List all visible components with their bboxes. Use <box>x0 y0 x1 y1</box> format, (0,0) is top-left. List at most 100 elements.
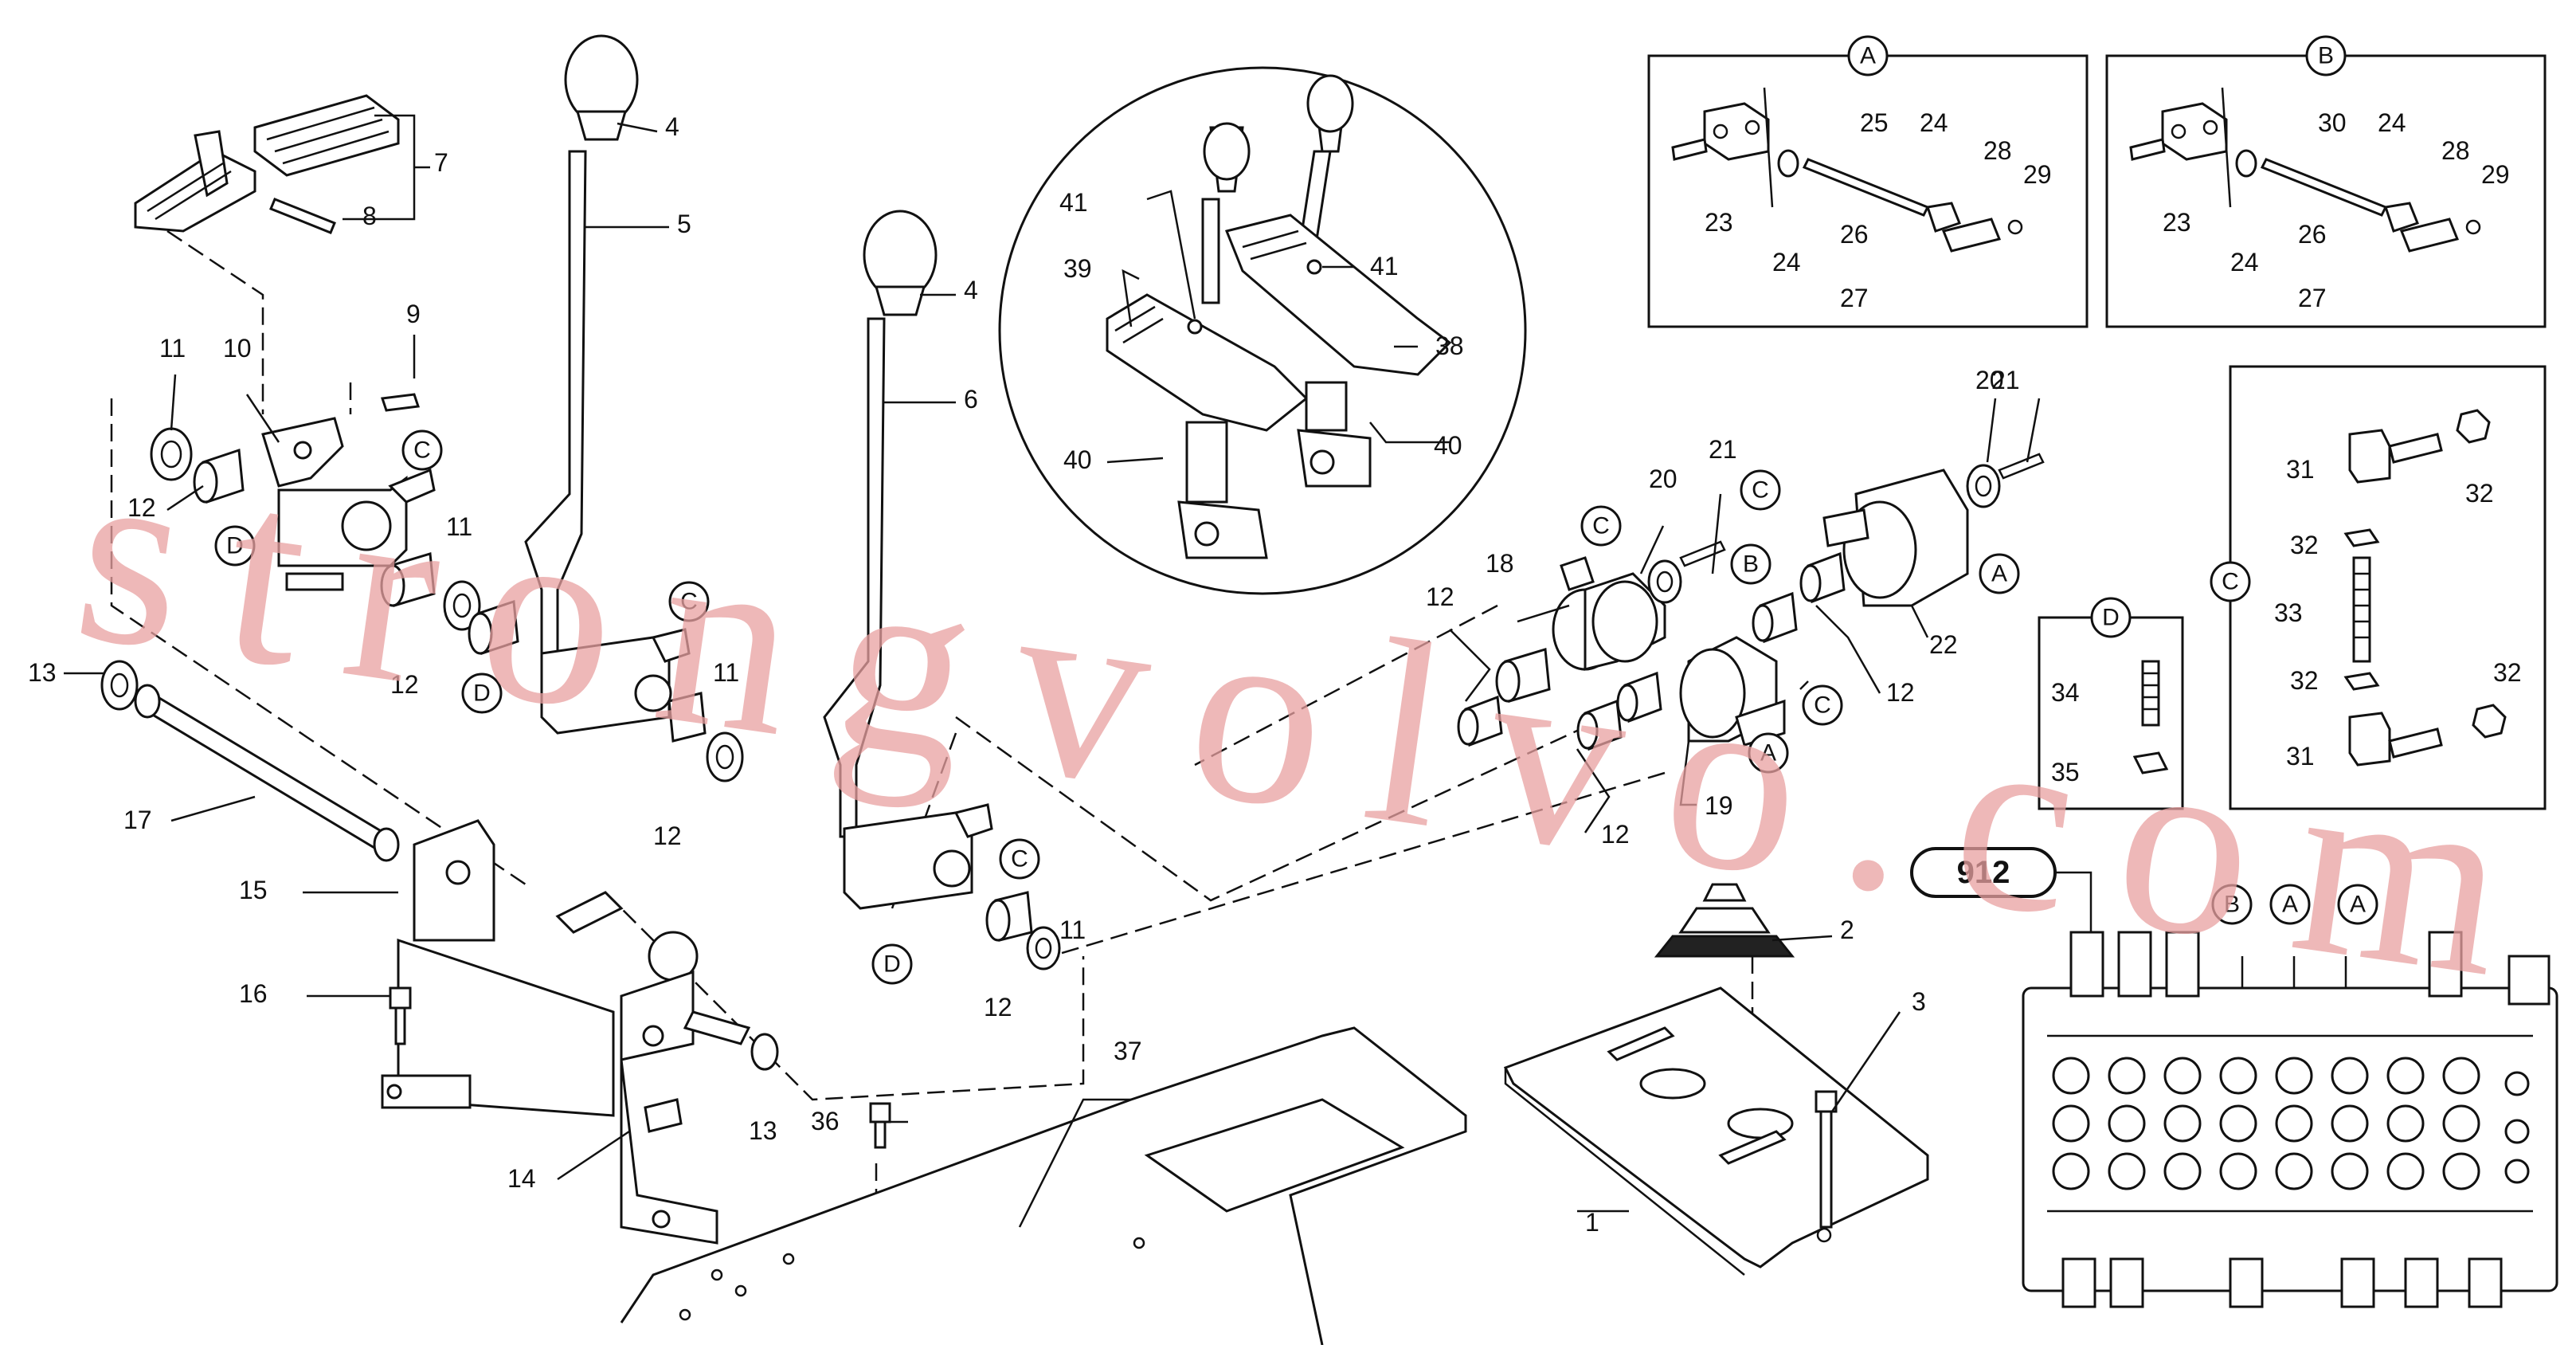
detail-box-b <box>2105 54 2547 328</box>
part-number-label: 21 <box>1709 435 1737 464</box>
washers-bushings-lever6 <box>985 891 1061 971</box>
part-number-label: 17 <box>123 806 152 834</box>
part-number-label: 13 <box>749 1116 777 1145</box>
part-number-label: 4 <box>665 112 679 141</box>
mount-plate-1 <box>1503 986 1929 1276</box>
bushing-12-left <box>193 448 245 504</box>
letter-marker: D <box>871 943 913 985</box>
part-number-label: 12 <box>653 822 682 850</box>
bolt-16 <box>389 986 412 1045</box>
part-number-label: 20 <box>1975 366 2004 394</box>
part-number-label: 24 <box>2378 108 2406 137</box>
letter-marker: C <box>999 838 1040 880</box>
part-number-label: 24 <box>2230 248 2259 276</box>
part-number-label: 27 <box>2298 284 2327 312</box>
letter-marker: C <box>2210 561 2251 602</box>
magnified-detail-circle <box>998 66 1527 595</box>
part-number-label: 23 <box>2163 208 2191 237</box>
part-number-label: 5 <box>677 210 691 238</box>
part-number-label: 31 <box>2286 455 2315 484</box>
letter-marker-text: B <box>1743 551 1759 578</box>
part-number-label: 4 <box>964 276 978 304</box>
letter-marker: C <box>1740 469 1781 511</box>
part-number-label: 40 <box>1063 445 1092 474</box>
letter-marker-text: C <box>1592 513 1610 539</box>
letter-marker: B <box>2211 884 2253 925</box>
lever-bracket-left <box>261 393 436 591</box>
part-callouts: 1234456789101111111112121212121212131314… <box>28 108 2522 1237</box>
part-number-label: 10 <box>223 334 252 363</box>
part-number-label: 40 <box>1434 431 1462 460</box>
letter-marker-text: C <box>413 437 431 464</box>
housing-22 <box>1822 469 1969 607</box>
part-number-label: 32 <box>2493 658 2522 687</box>
part-number-label: 38 <box>1435 331 1464 360</box>
letter-marker-text: A <box>2282 892 2298 918</box>
part-number-label: 28 <box>2441 136 2470 165</box>
part-number-label: 6 <box>964 385 978 414</box>
part-number-label: 23 <box>1705 208 1733 237</box>
part-number-label: 12 <box>984 993 1012 1021</box>
part-number-label: 14 <box>507 1164 536 1193</box>
part-number-label: 12 <box>390 670 419 699</box>
letter-marker-text: A <box>1760 740 1776 767</box>
part-number-label: 12 <box>127 493 156 522</box>
part-number-label: 32 <box>2290 666 2319 695</box>
part-number-label: 11 <box>713 658 739 687</box>
part-number-label: 12 <box>1426 582 1454 611</box>
lever-6 <box>823 210 993 910</box>
part-number-label: 11 <box>446 512 472 541</box>
letter-marker-text: C <box>1814 692 1831 719</box>
letter-marker: D <box>214 525 256 567</box>
part-number-label: 41 <box>1370 252 1399 280</box>
detail-box-c <box>2229 365 2547 810</box>
part-number-label: 41 <box>1059 188 1088 217</box>
part-number-label: 32 <box>2290 531 2319 559</box>
part-number-label: 22 <box>1929 630 1958 659</box>
washers-bushings-right <box>1457 453 2045 751</box>
part-number-label: 13 <box>28 658 57 687</box>
part-number-label: 11 <box>159 334 186 363</box>
shaft-17 <box>100 660 400 862</box>
reference-number-text: 912 <box>1957 855 2010 890</box>
letter-marker-text: B <box>2318 43 2334 69</box>
part-number-label: 9 <box>406 300 421 328</box>
letter-marker: B <box>1730 543 1771 585</box>
letter-marker: A <box>1979 553 2020 594</box>
letter-marker: A <box>1847 35 1889 76</box>
part-number-label: 34 <box>2051 678 2080 707</box>
letter-marker-text: A <box>1860 43 1876 69</box>
part-number-label: 7 <box>434 148 448 177</box>
letter-marker-text: D <box>883 951 901 978</box>
letter-marker: D <box>461 672 503 714</box>
part-number-label: 15 <box>239 876 268 904</box>
letter-marker: C <box>1580 505 1622 547</box>
lever-5 <box>524 34 691 735</box>
control-valve-block <box>2022 931 2558 1308</box>
part-number-label: 11 <box>1059 916 1086 944</box>
housing-19 <box>1679 636 1786 747</box>
letter-marker: B <box>2305 35 2347 76</box>
part-number-label: 35 <box>2051 758 2080 786</box>
part-number-label: 37 <box>1114 1037 1142 1065</box>
part-number-label: 26 <box>1840 220 1869 249</box>
letter-marker-text: D <box>2102 605 2120 631</box>
part-number-label: 21 <box>1991 366 2020 394</box>
part-number-label: 8 <box>362 202 377 230</box>
part-number-label: 16 <box>239 979 268 1008</box>
letter-marker-text: C <box>1011 846 1028 872</box>
letter-marker-text: B <box>2224 892 2240 918</box>
part-number-label: 20 <box>1649 465 1678 493</box>
letter-marker: D <box>2090 597 2132 638</box>
part-number-label: 36 <box>811 1107 840 1135</box>
part-number-label: 24 <box>1920 108 1948 137</box>
part-number-label: 1 <box>1585 1208 1599 1237</box>
part-number-label: 32 <box>2465 479 2494 508</box>
letter-marker: A <box>2337 884 2378 925</box>
letter-marker-text: C <box>1752 477 1769 504</box>
leader-lines <box>64 122 2041 1228</box>
part-number-label: 26 <box>2298 220 2327 249</box>
